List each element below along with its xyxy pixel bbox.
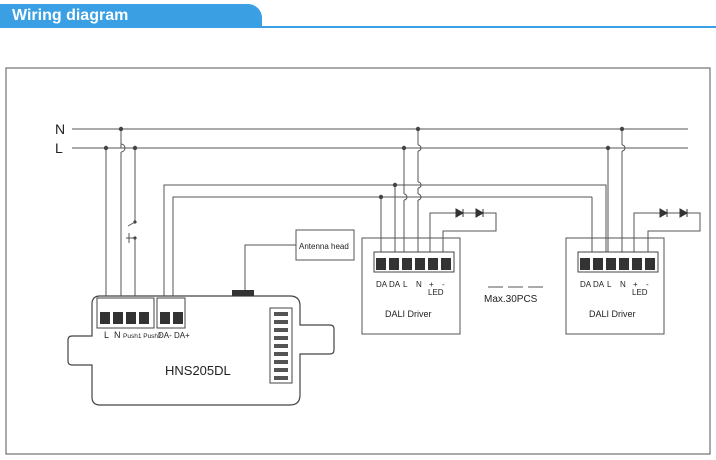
antenna-label: Antenna head bbox=[299, 242, 349, 251]
d2-name: DALI Driver bbox=[589, 309, 636, 319]
d2-terminal-da1: DA bbox=[580, 280, 592, 289]
controller-label-da: DA- DA+ bbox=[158, 331, 190, 340]
d2-terminal-l: L bbox=[607, 280, 612, 289]
neutral-label: N bbox=[55, 121, 65, 137]
header-tab bbox=[0, 4, 262, 28]
d1-terminal-minus: - bbox=[442, 280, 445, 289]
d1-terminal-da2: DA bbox=[389, 280, 401, 289]
d2-terminal-da2: DA bbox=[593, 280, 605, 289]
live-label: L bbox=[55, 140, 63, 156]
d1-led-label: LED bbox=[428, 288, 444, 297]
controller-label-n: N bbox=[114, 330, 121, 340]
d2-terminal-n: N bbox=[620, 280, 626, 289]
d2-terminal-minus: - bbox=[646, 280, 649, 289]
count-note: Max.30PCS bbox=[484, 294, 538, 305]
d2-led-label: LED bbox=[632, 288, 648, 297]
d1-name: DALI Driver bbox=[385, 309, 432, 319]
d1-terminal-l: L bbox=[403, 280, 408, 289]
controller-model: HNS205DL bbox=[165, 363, 231, 378]
diagram-frame bbox=[5, 67, 711, 455]
header-underline bbox=[0, 26, 716, 28]
section-title: Wiring diagram bbox=[12, 7, 129, 24]
controller-label-l: L bbox=[104, 330, 109, 340]
d1-terminal-da1: DA bbox=[376, 280, 388, 289]
d2-terminal-plus: + bbox=[633, 280, 638, 289]
d1-terminal-plus: + bbox=[429, 280, 434, 289]
hns205dl-controller bbox=[67, 290, 335, 406]
d1-terminal-n: N bbox=[416, 280, 422, 289]
dali-driver-box-1 bbox=[361, 237, 461, 335]
section-header: Wiring diagram bbox=[0, 0, 716, 30]
dali-driver-box-2 bbox=[565, 237, 665, 335]
controller-label-push: Push1 Push2 bbox=[123, 333, 162, 340]
